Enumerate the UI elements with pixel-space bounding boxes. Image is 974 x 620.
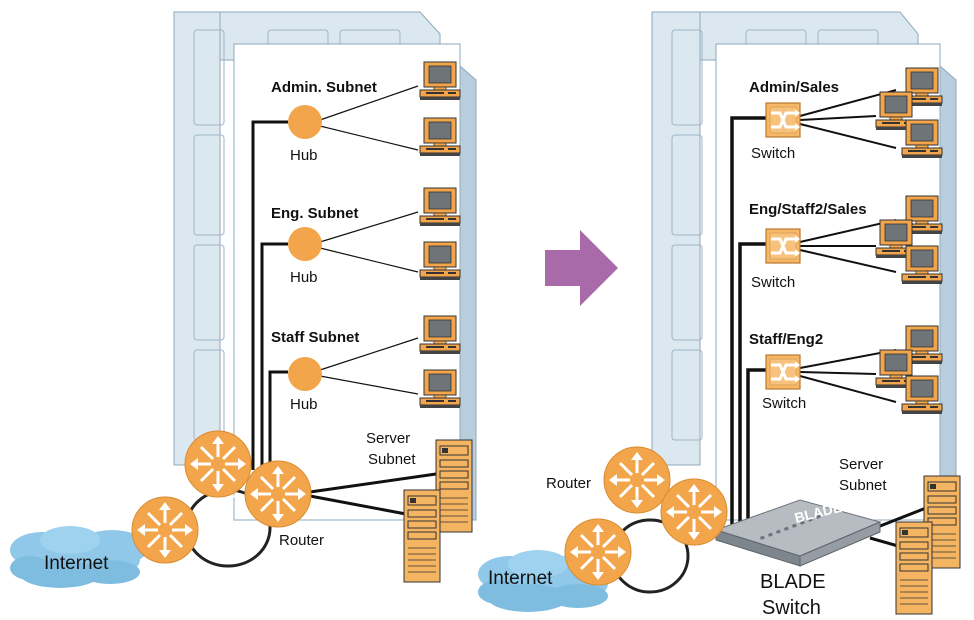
left-internet-label: Internet <box>44 553 109 574</box>
left-subnet-title-staff: Staff Subnet <box>271 329 359 346</box>
left-subnet-title-eng: Eng. Subnet <box>271 205 359 222</box>
left-hub-label-eng: Hub <box>290 269 318 286</box>
router-icon <box>183 429 253 499</box>
right-switch-label-2: Switch <box>751 274 795 291</box>
right-subnet-title-admin-sales: Admin/Sales <box>749 79 839 96</box>
right-internet-label: Internet <box>488 568 553 589</box>
left-server-label-1: Server <box>366 430 410 447</box>
left-server-label-2: Subnet <box>368 451 416 468</box>
right-subnet-title-staff-eng2: Staff/Eng2 <box>749 331 823 348</box>
right-subnet-title-eng-staff2-sales: Eng/Staff2/Sales <box>749 201 867 218</box>
router-icon <box>659 477 729 547</box>
left-subnet-title-admin: Admin. Subnet <box>271 79 377 96</box>
router-icon <box>130 495 200 565</box>
hub-icon <box>288 357 322 391</box>
computer-icon <box>901 245 943 285</box>
computer-icon <box>901 119 943 159</box>
left-hub-label-admin: Hub <box>290 147 318 164</box>
computer-icon <box>419 187 461 227</box>
left-router-label: Router <box>279 532 324 549</box>
blade-switch-icon: BLADE <box>714 499 882 567</box>
left-hub-label-staff: Hub <box>290 396 318 413</box>
computer-icon <box>419 117 461 157</box>
right-switch-label-1: Switch <box>751 145 795 162</box>
switch-icon <box>764 353 802 391</box>
server-icon <box>403 489 441 583</box>
computer-icon <box>419 241 461 281</box>
right-router-label: Router <box>546 475 591 492</box>
router-icon <box>243 459 313 529</box>
hub-icon <box>288 105 322 139</box>
right-scene: Admin/Sales Switch Eng/Staff2/Sales Swit… <box>478 11 961 619</box>
switch-icon <box>764 227 802 265</box>
computer-icon <box>419 369 461 409</box>
right-server-label-2: Subnet <box>839 477 887 494</box>
right-server-label-1: Server <box>839 456 883 473</box>
switch-icon <box>764 101 802 139</box>
computer-icon <box>901 375 943 415</box>
transition-arrow-icon <box>545 230 618 306</box>
right-switch-label-3: Switch <box>762 395 806 412</box>
server-icon <box>895 521 933 615</box>
computer-icon <box>419 315 461 355</box>
computer-icon <box>419 61 461 101</box>
left-scene: Admin. Subnet Hub Eng. Subnet Hub Staff … <box>10 11 477 588</box>
server-icon <box>435 439 473 533</box>
router-icon <box>563 517 633 587</box>
router-icon <box>602 445 672 515</box>
blade-label-2: Switch <box>762 597 821 619</box>
blade-label-1: BLADE <box>760 571 826 593</box>
hub-icon <box>288 227 322 261</box>
